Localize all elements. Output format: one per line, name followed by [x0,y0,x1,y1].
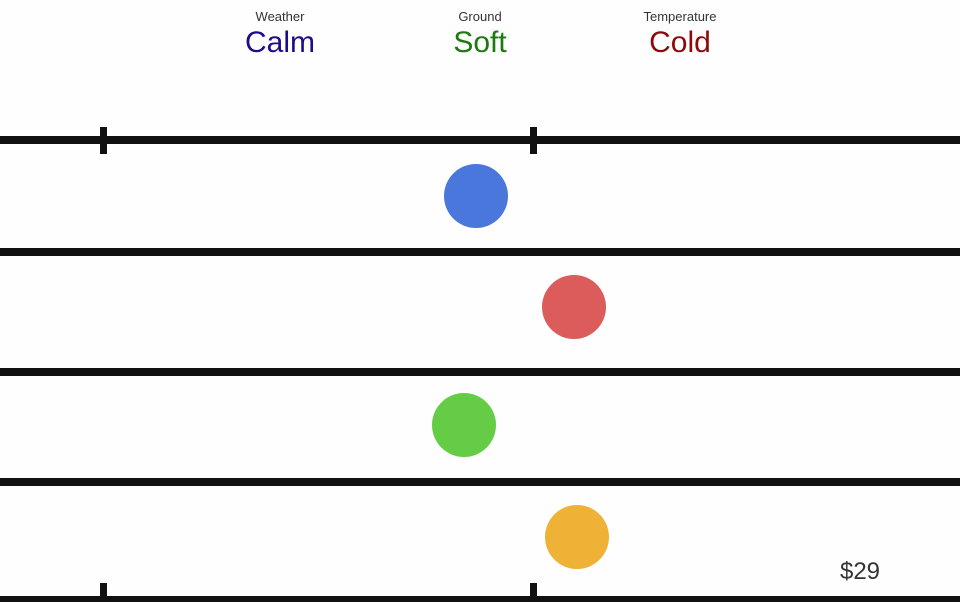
lane-divider-top [0,136,960,144]
weather-stat: Weather Calm [200,10,360,61]
temperature-label: Temperature [643,9,717,24]
start-marker-top [100,127,107,154]
start-marker-bottom [100,583,107,602]
temperature-value: Cold [649,26,711,59]
runner-blue[interactable] [444,164,508,228]
lane-divider-3 [0,478,960,486]
ground-label: Ground [458,9,502,24]
lane-divider-bottom [0,596,960,602]
ground-stat: Ground Soft [400,10,560,61]
finish-marker-bottom [530,583,537,602]
ground-value: Soft [453,26,507,59]
lane-divider-2 [0,368,960,376]
finish-marker-top [530,127,537,154]
runner-yellow[interactable] [545,505,609,569]
lane-divider-1 [0,248,960,256]
weather-value: Calm [244,26,315,59]
runner-red[interactable] [542,275,606,339]
balance-display: $29 [839,558,881,585]
weather-label: Weather [255,9,305,24]
temperature-stat: Temperature Cold [600,10,760,61]
runner-green[interactable] [432,393,496,457]
